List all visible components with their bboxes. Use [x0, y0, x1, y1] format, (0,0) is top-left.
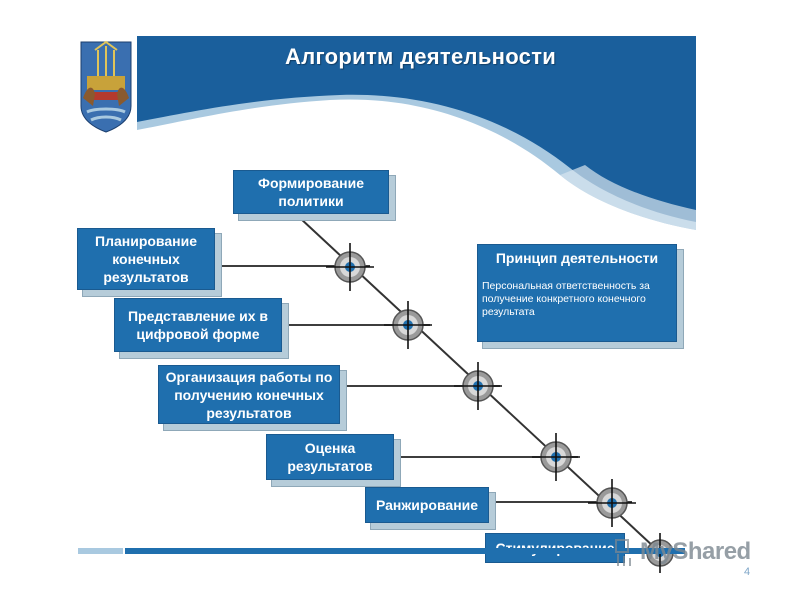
step-digital-line-1: Представление их в	[127, 308, 269, 324]
step-evaluation-line-1: Оценка	[304, 440, 356, 456]
principle-text: Персональная ответственность за получени…	[482, 280, 650, 318]
step-organization-line-1: Организация работы по	[165, 368, 333, 385]
step-planning-line-3: результатов	[103, 269, 189, 285]
header-banner	[137, 36, 696, 230]
step-organization: Организация работы по получению конечных…	[158, 365, 340, 424]
step-ranking: Ранжирование	[365, 487, 489, 523]
step-digital: Представление их в цифровой форме	[114, 298, 282, 352]
step-evaluation: Оценка результатов	[266, 434, 394, 480]
step-planning-line-2: конечных	[112, 251, 180, 267]
step-policy-line-1: Формирование	[258, 175, 364, 191]
step-planning: Планирование конечных результатов	[77, 228, 215, 290]
footer-bar-dark	[125, 548, 685, 554]
target-marker-1	[326, 243, 374, 291]
target-marker-3	[454, 362, 502, 410]
step-policy-line-2: политики	[278, 193, 344, 209]
coat-of-arms-icon	[77, 36, 135, 134]
watermark-label: MyShared	[640, 538, 751, 565]
page-number: 4	[744, 566, 751, 578]
step-digital-line-2: цифровой форме	[136, 326, 260, 342]
footer-bar-light	[78, 548, 123, 554]
principle-box: Принцип деятельности Персональная ответс…	[477, 244, 677, 342]
step-organization-line-2: получению конечных	[174, 386, 324, 403]
watermark-text: MyShared	[640, 538, 751, 566]
step-ranking-line-1: Ранжирование	[375, 497, 479, 513]
watermark-icon	[615, 539, 631, 566]
target-marker-4	[532, 433, 580, 481]
step-planning-line-1: Планирование	[95, 233, 197, 249]
step-policy: Формирование политики	[233, 170, 389, 214]
step-evaluation-line-2: результатов	[287, 458, 373, 474]
step-organization-line-3: результатов	[206, 404, 292, 421]
slide-title: Алгоритм деятельности	[285, 44, 557, 69]
target-marker-5	[588, 479, 636, 527]
target-marker-2	[384, 301, 432, 349]
principle-heading: Принцип деятельности	[495, 250, 659, 266]
